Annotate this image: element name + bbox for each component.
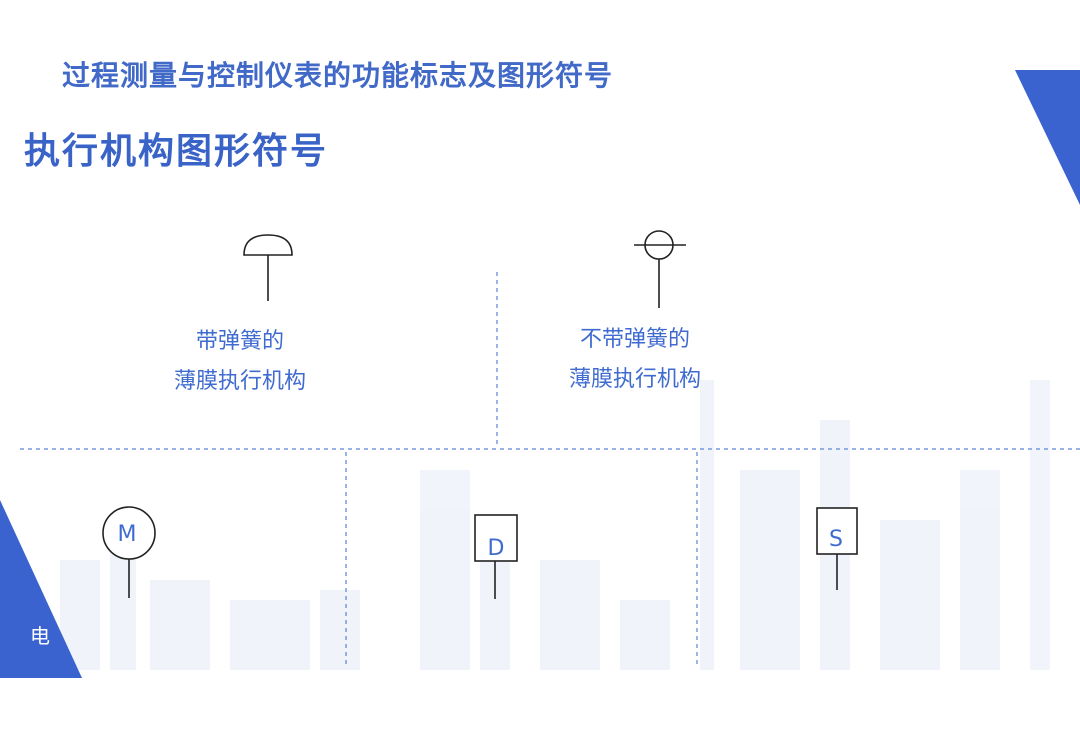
solenoid-actuator-symbol: S (816, 507, 858, 590)
page-title: 执行机构图形符号 (24, 131, 329, 172)
solenoid-letter: S (829, 527, 843, 552)
motor-actuator-symbol: M (102, 506, 156, 598)
caption-line: 薄膜执行机构 (173, 369, 306, 394)
digital-letter: D (488, 536, 505, 561)
digital-actuator-symbol: D (474, 514, 518, 599)
caption-line: 薄膜执行机构 (568, 367, 701, 392)
spring-diaphragm-caption: 带弹簧的 薄膜执行机构 (140, 322, 340, 402)
caption-line: 带弹簧的 (195, 329, 284, 354)
footer-text: 电 (30, 624, 50, 648)
no-spring-diaphragm-actuator-symbol (634, 230, 686, 308)
motor-letter: M (118, 522, 137, 547)
section-subtitle: 过程测量与控制仪表的功能标志及图形符号 (62, 59, 614, 92)
bottom-left-triangle (0, 500, 82, 678)
caption-line: 不带弹簧的 (579, 327, 690, 352)
no-spring-diaphragm-caption: 不带弹簧的 薄膜执行机构 (535, 320, 735, 400)
top-right-triangle (1015, 70, 1080, 205)
spring-diaphragm-actuator-symbol (243, 234, 293, 301)
